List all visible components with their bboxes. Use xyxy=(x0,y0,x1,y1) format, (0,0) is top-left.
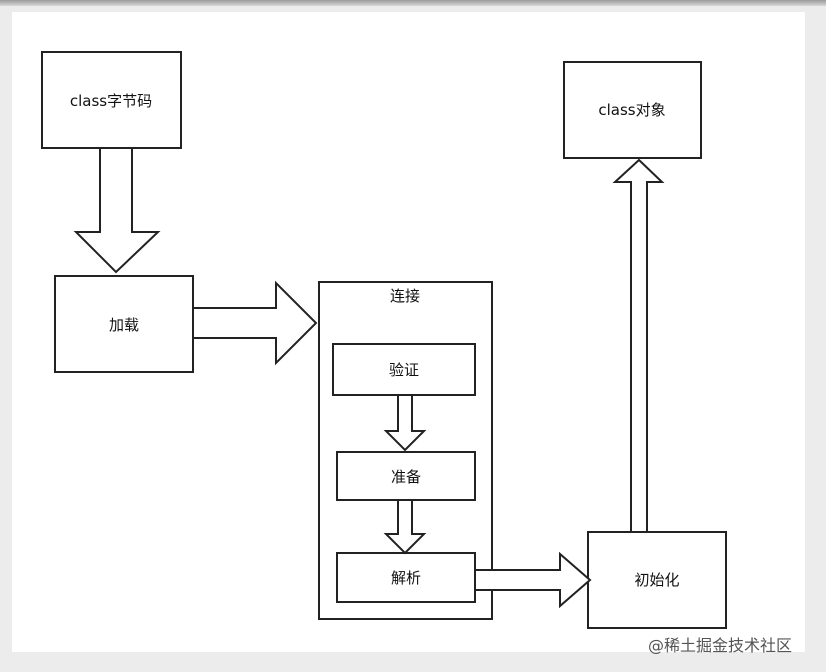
arrow-bytecode-to-loading xyxy=(73,147,161,274)
loading-label: 加载 xyxy=(109,316,139,334)
class-object-label: class对象 xyxy=(598,101,665,119)
initialization-label: 初始化 xyxy=(634,571,679,589)
watermark-text: @稀土掘金技术社区 xyxy=(648,636,793,655)
preparation-label: 准备 xyxy=(391,468,421,486)
class-bytecode-label: class字节码 xyxy=(70,92,152,110)
arrow-loading-to-linking xyxy=(192,280,318,366)
linking-label: 连接 xyxy=(390,287,420,305)
verification-label: 验证 xyxy=(389,361,419,379)
class-object-box xyxy=(563,61,702,159)
class-bytecode-box xyxy=(41,51,182,149)
arrow-initialization-to-class-object xyxy=(612,158,665,533)
arrow-preparation-to-resolution xyxy=(383,499,427,555)
arrow-resolution-to-initialization xyxy=(474,551,592,609)
verification-box xyxy=(332,343,476,396)
initialization-box xyxy=(587,531,727,629)
arrow-verification-to-preparation xyxy=(383,394,427,452)
top-shadow-bar xyxy=(0,0,826,6)
resolution-label: 解析 xyxy=(391,569,421,587)
